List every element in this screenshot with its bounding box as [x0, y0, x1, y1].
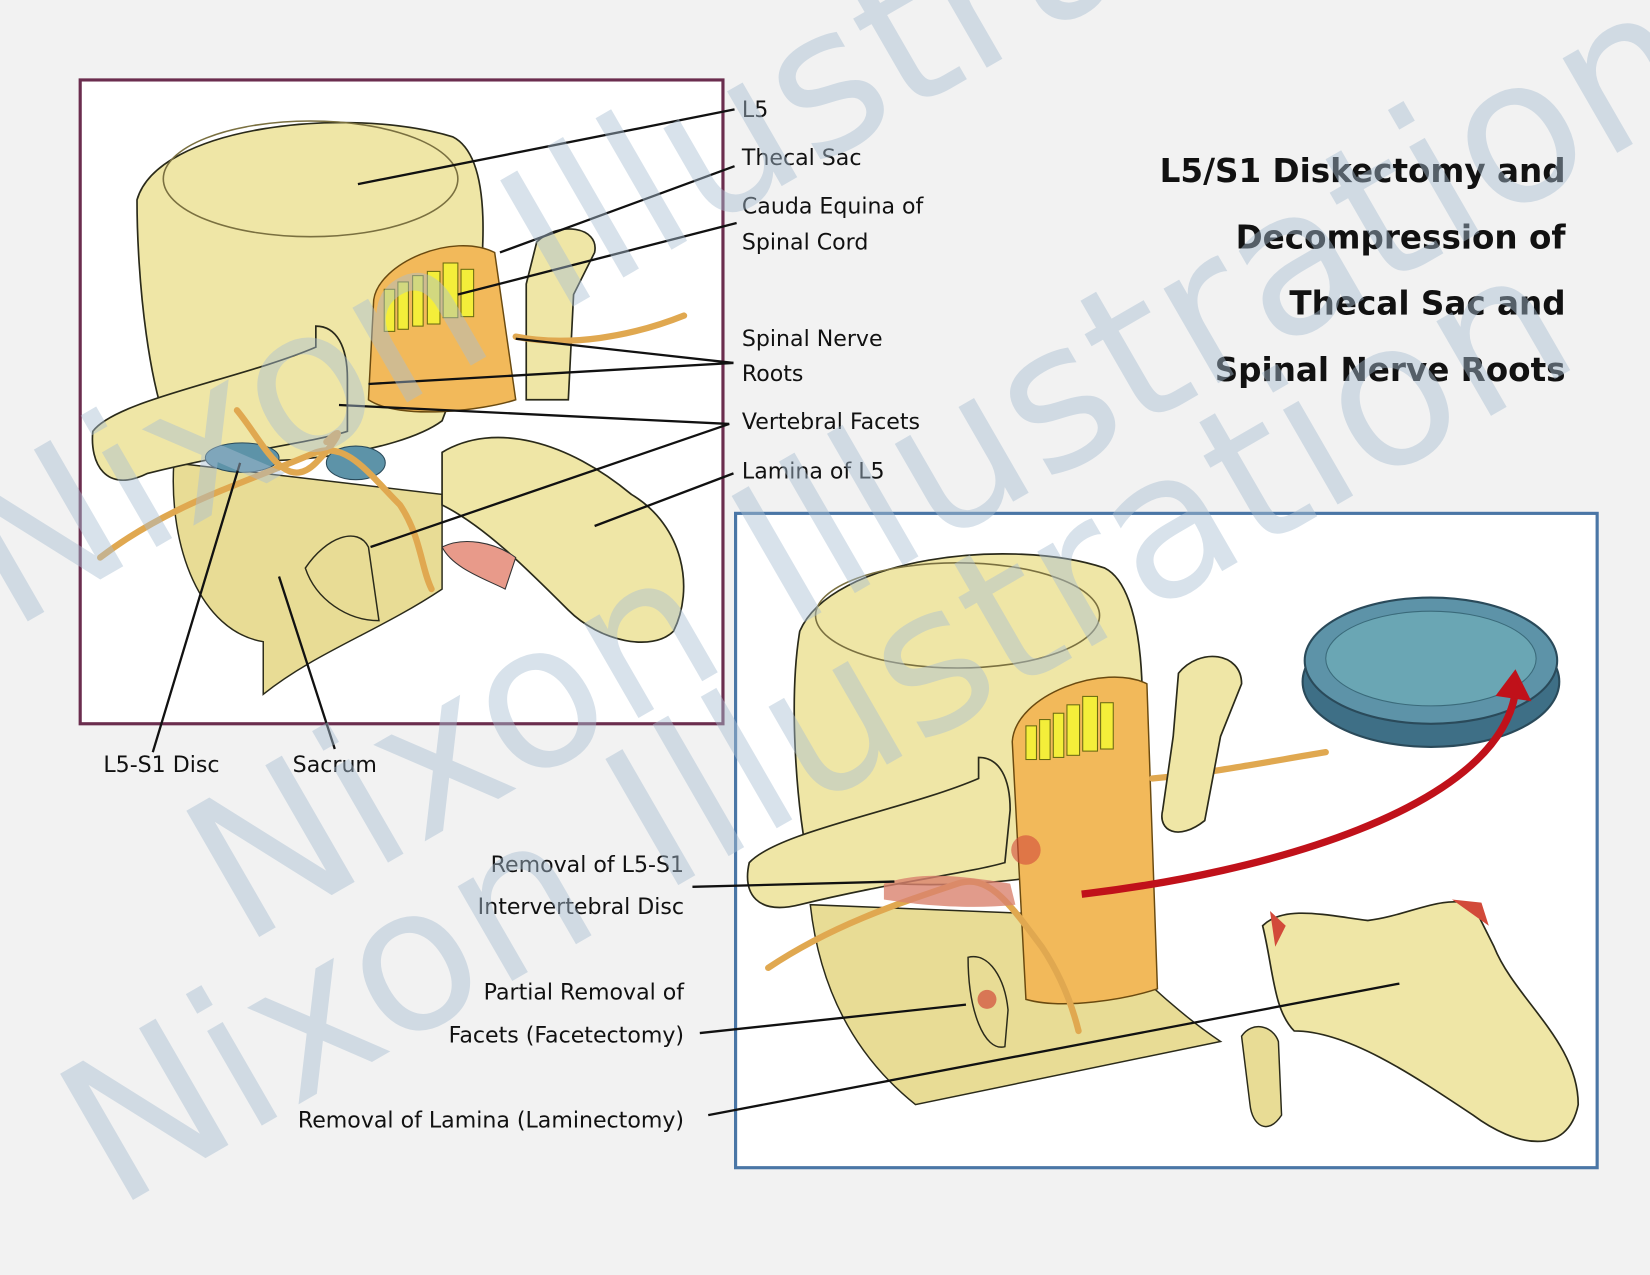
- removal-arrow: [1081, 693, 1519, 898]
- bottom-vertebra-drawing: [746, 553, 1580, 1143]
- label-facetectomy-1: Partial Removal of: [484, 979, 686, 1005]
- label-cauda-equina-1: Cauda Equina of: [742, 194, 925, 220]
- label-removal-disc-1: Removal of L5-S1: [491, 852, 684, 878]
- title: L5/S1 Diskectomy and Decompression of Th…: [1160, 152, 1567, 389]
- label-thecal-sac: Thecal Sac: [741, 145, 862, 171]
- label-lamina-l5: Lamina of L5: [742, 459, 885, 485]
- label-cauda-equina-2: Spinal Cord: [742, 229, 868, 255]
- label-l5-s1-disc: L5-S1 Disc: [103, 752, 219, 778]
- title-line-2: Decompression of: [1236, 218, 1567, 256]
- top-vertebra-drawing: [91, 120, 688, 696]
- title-line-1: L5/S1 Diskectomy and: [1160, 152, 1566, 190]
- removal-arrowhead: [1495, 669, 1532, 702]
- label-vertebral-facets: Vertebral Facets: [742, 409, 920, 435]
- label-facetectomy-2: Facets (Facetectomy): [449, 1023, 684, 1049]
- label-l5: L5: [742, 97, 768, 123]
- top-leader-lines: [151, 108, 737, 753]
- label-spinal-nerve-2: Roots: [742, 361, 804, 387]
- label-removal-disc-2: Intervertebral Disc: [478, 894, 684, 920]
- label-laminectomy: Removal of Lamina (Laminectomy): [298, 1108, 684, 1134]
- removed-disc: [1301, 596, 1561, 748]
- bottom-leader-lines: [692, 880, 1400, 1117]
- label-sacrum: Sacrum: [293, 752, 377, 778]
- title-line-3: Thecal Sac and: [1289, 285, 1565, 323]
- title-line-4: Spinal Nerve Roots: [1215, 351, 1566, 389]
- label-spinal-nerve-1: Spinal Nerve: [742, 326, 883, 352]
